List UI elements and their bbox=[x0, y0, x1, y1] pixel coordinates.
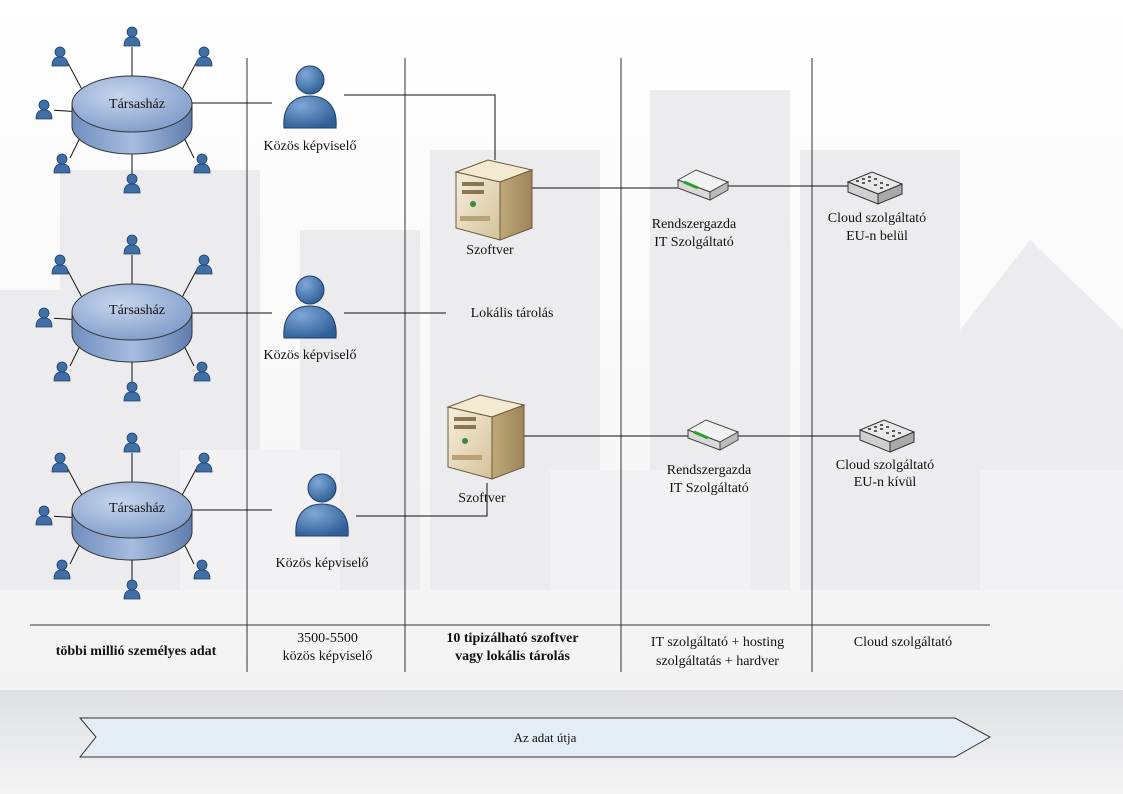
building-label-3: Társasház bbox=[109, 501, 165, 516]
database-disks bbox=[71, 75, 193, 561]
it-label-1b: IT Szolgáltató bbox=[654, 235, 734, 250]
person-icon bbox=[35, 99, 53, 120]
person-icon bbox=[195, 254, 213, 275]
person-icon bbox=[123, 579, 141, 600]
column-label-software-1: 10 tipizálható szoftver bbox=[446, 631, 579, 646]
building-label-2: Társasház bbox=[109, 303, 165, 318]
person-icon bbox=[193, 361, 211, 382]
column-dividers bbox=[30, 58, 990, 672]
building-label-1: Társasház bbox=[109, 97, 165, 112]
manager-label-2: Közös képviselő bbox=[263, 348, 357, 363]
cloud-label-2a: Cloud szolgáltató bbox=[835, 458, 935, 473]
manager-icons bbox=[283, 65, 349, 537]
storage-label-3: Szoftver bbox=[458, 491, 506, 506]
person-icon bbox=[51, 254, 69, 275]
person-icon bbox=[295, 473, 349, 537]
person-icon bbox=[35, 505, 53, 526]
column-label-it-1: IT szolgáltató + hosting bbox=[650, 635, 785, 650]
data-path-label: Az adat útja bbox=[513, 730, 577, 745]
manager-label-3: Közös képviselő bbox=[275, 556, 369, 571]
user-icons bbox=[35, 26, 213, 600]
connection-lines bbox=[192, 94, 862, 517]
person-icon bbox=[123, 173, 141, 194]
switch-icon bbox=[846, 171, 904, 205]
server-icon bbox=[454, 159, 534, 241]
person-icon bbox=[51, 452, 69, 473]
database-icon bbox=[71, 75, 193, 155]
person-icon bbox=[53, 361, 71, 382]
router-icon bbox=[686, 419, 740, 451]
database-icon bbox=[71, 283, 193, 363]
person-icon bbox=[123, 381, 141, 402]
person-icon bbox=[123, 432, 141, 453]
cloud-label-1b: EU-n belül bbox=[846, 229, 908, 244]
storage-label-1: Szoftver bbox=[466, 243, 514, 258]
person-icon bbox=[123, 234, 141, 255]
person-icon bbox=[35, 307, 53, 328]
person-icon bbox=[123, 26, 141, 47]
column-label-cloud: Cloud szolgáltató bbox=[853, 635, 953, 650]
storage-label-2: Lokális tárolás bbox=[470, 306, 554, 321]
it-label-2a: Rendszergazda bbox=[666, 463, 752, 478]
column-label-it-2: szolgáltatás + hardver bbox=[656, 654, 779, 669]
data-path-arrow bbox=[78, 717, 992, 758]
person-icon bbox=[193, 559, 211, 580]
column-label-software-2: vagy lokális tárolás bbox=[455, 649, 570, 664]
person-icon bbox=[195, 46, 213, 67]
person-icon bbox=[195, 452, 213, 473]
column-label-managers-1: 3500-5500 bbox=[297, 631, 358, 646]
switch-icon bbox=[858, 419, 916, 453]
it-label-2b: IT Szolgáltató bbox=[669, 481, 749, 496]
manager-label-1: Közös képviselő bbox=[263, 139, 357, 154]
person-icon bbox=[51, 46, 69, 67]
column-label-personal-data: többi millió személyes adat bbox=[55, 644, 217, 659]
database-icon bbox=[71, 481, 193, 561]
background-skyline bbox=[0, 0, 1123, 690]
person-icon bbox=[53, 153, 71, 174]
column-label-managers-2: közös képviselő bbox=[282, 649, 373, 664]
it-label-1a: Rendszergazda bbox=[651, 217, 737, 232]
cloud-label-2b: EU-n kívül bbox=[853, 475, 917, 490]
person-icon bbox=[283, 65, 337, 129]
person-icon bbox=[283, 275, 337, 339]
cloud-label-1a: Cloud szolgáltató bbox=[827, 211, 927, 226]
server-icon bbox=[446, 394, 526, 480]
person-icon bbox=[53, 559, 71, 580]
person-icon bbox=[193, 153, 211, 174]
router-icon bbox=[676, 169, 730, 201]
